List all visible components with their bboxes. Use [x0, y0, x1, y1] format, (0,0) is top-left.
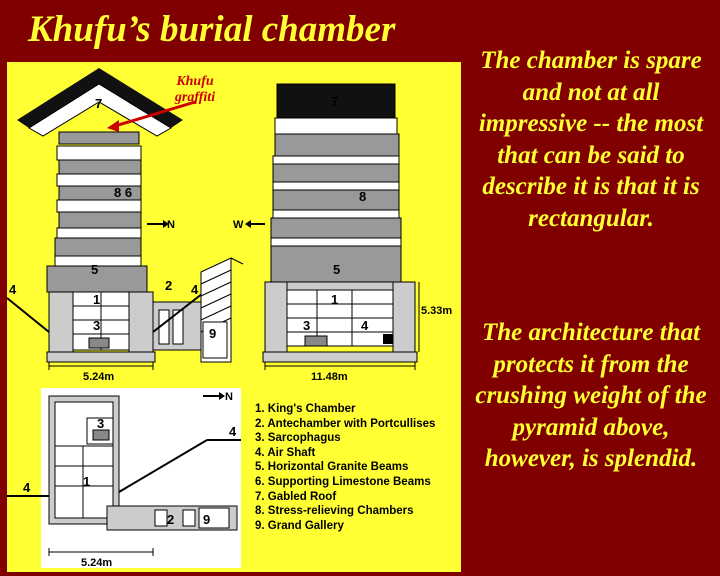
dim-section-width: 5.24m [83, 371, 114, 383]
label-granite-long: 5 [333, 262, 340, 277]
label-antechamber: 2 [165, 278, 172, 293]
dim-long-width: 11.48m [311, 371, 348, 383]
graffiti-annotation-text: Khufu graffiti [174, 74, 216, 105]
legend-item: 4. Air Shaft [255, 446, 316, 459]
legend: 1. King's Chamber 2. Antechamber with Po… [255, 402, 435, 533]
page-title: Khufu’s burial chamber [28, 9, 396, 50]
label-air-shaft: 4 [191, 282, 199, 297]
label-relieving-long: 8 [359, 189, 366, 204]
longitudinal-section [245, 83, 420, 370]
label-gabled-roof-long: 7 [331, 94, 338, 109]
diagram-panel: 7 8 6 5 1 3 2 4 4 9 7 8 5 1 3 4 3 1 2 9 … [7, 62, 461, 572]
description-paragraph-2: The architecture that protects it from t… [475, 319, 707, 472]
plan-view [7, 388, 241, 568]
label-air-shaft-plan: 4 [229, 424, 237, 439]
label-air-shaft-long: 4 [361, 318, 369, 333]
legend-item: 7. Gabled Roof [255, 490, 337, 503]
chamber-diagram: 7 8 6 5 1 3 2 4 4 9 7 8 5 1 3 4 3 1 2 9 … [7, 68, 452, 569]
label-grand-gallery-plan: 9 [203, 512, 210, 527]
label-gabled-roof: 7 [95, 96, 102, 111]
label-relieving-chambers: 8 6 [114, 185, 132, 200]
label-kings-chamber: 1 [93, 292, 100, 307]
legend-item: 8. Stress-relieving Chambers [255, 505, 414, 518]
label-grand-gallery: 9 [209, 326, 216, 341]
graffiti-annotation: Khufu graffiti [169, 74, 221, 106]
cross-section [7, 68, 244, 370]
legend-item: 3. Sarcophagus [255, 432, 341, 445]
label-kings-chamber-plan: 1 [83, 474, 90, 489]
label-sarcophagus-plan: 3 [97, 416, 104, 431]
legend-item: 1. King's Chamber [255, 403, 356, 415]
label-kings-chamber-long: 1 [331, 292, 338, 307]
label-sarcophagus-long: 3 [303, 318, 310, 333]
label-granite-beams: 5 [91, 262, 98, 277]
legend-item: 6. Supporting Limestone Beams [255, 475, 431, 488]
north-label: N [167, 219, 175, 231]
label-antechamber-plan: 2 [167, 512, 174, 527]
legend-item: 2. Antechamber with Portcullises [255, 417, 436, 430]
north-label-plan: N [225, 391, 233, 403]
legend-item: 5. Horizontal Granite Beams [255, 461, 409, 474]
dim-height: 5.33m [421, 305, 452, 317]
west-label: W [233, 219, 244, 231]
dim-plan-width: 5.24m [81, 557, 112, 569]
description-paragraph-1: The chamber is spare and not at all impr… [478, 47, 704, 232]
label-air-shaft-left: 4 [9, 282, 17, 297]
legend-item: 9. Grand Gallery [255, 519, 344, 532]
label-air-shaft-plan-left: 4 [23, 480, 31, 495]
label-sarcophagus: 3 [93, 318, 100, 333]
